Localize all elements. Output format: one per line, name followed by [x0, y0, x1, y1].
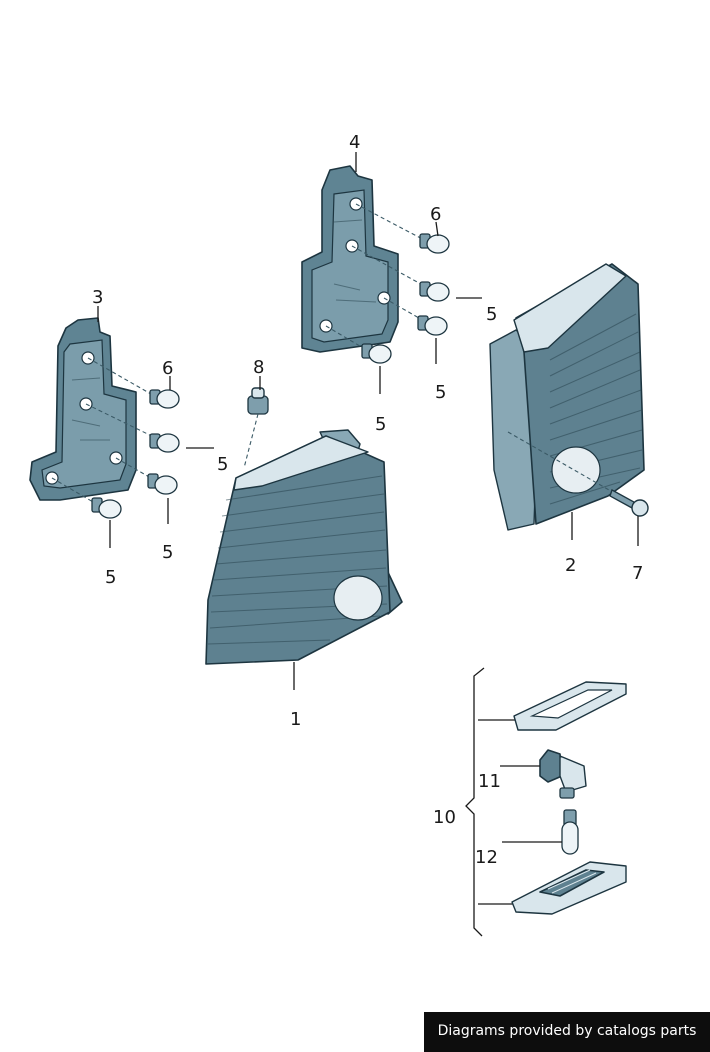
- leader-lines: [97, 152, 639, 843]
- callout-label: 5: [162, 542, 173, 563]
- tail-light-left: [205, 429, 403, 665]
- bulb-socket-part: [539, 749, 587, 799]
- screw-part: [609, 489, 649, 517]
- attribution-footer: Diagrams provided by catalogs parts: [424, 1012, 710, 1052]
- bulb-icon: [417, 315, 448, 336]
- callout-label: 11: [478, 771, 501, 792]
- callout-label: 6: [162, 358, 173, 379]
- bulb-icon: [149, 433, 180, 453]
- callout-label: 5: [217, 454, 228, 475]
- bulb-icon: [419, 233, 450, 254]
- callout-label: 7: [632, 563, 643, 584]
- callout-label: 5: [375, 414, 386, 435]
- bulb-icon: [91, 497, 122, 519]
- bulb-holder-plate-top: [301, 165, 399, 353]
- callout-label: 3: [92, 287, 103, 308]
- bulb-icon: [361, 343, 392, 364]
- callout-label: 5: [435, 382, 446, 403]
- gasket-frame-part: [513, 681, 627, 731]
- callout-label: 6: [430, 204, 441, 225]
- bulb-icon: [149, 389, 180, 409]
- bulbs-left: [91, 389, 180, 519]
- callout-label: 10: [433, 807, 456, 828]
- callout-labels: 4 6 3 5 8 6 5 5 5 5 2 7 5 1 11 10 12: [92, 132, 643, 868]
- bracket-group-10: [465, 667, 516, 937]
- callout-label: 1: [290, 709, 301, 730]
- wedge-bulb-part: [561, 809, 579, 855]
- bulbs-top: [361, 233, 450, 364]
- callout-label: 5: [105, 567, 116, 588]
- assembly-lines-left: [51, 357, 161, 507]
- bulb-icon: [419, 281, 450, 302]
- tail-light-right: [489, 263, 645, 531]
- callout-label: 12: [475, 847, 498, 868]
- callout-label: 4: [349, 132, 360, 153]
- lens-cover-part: [511, 861, 627, 915]
- bulb-icon: [147, 473, 178, 495]
- bulb-holder-plate-left: [29, 317, 137, 501]
- callout-label: 2: [565, 555, 576, 576]
- callout-label: 5: [486, 304, 497, 325]
- callout-label: 8: [253, 357, 264, 378]
- plug-part: [243, 387, 269, 469]
